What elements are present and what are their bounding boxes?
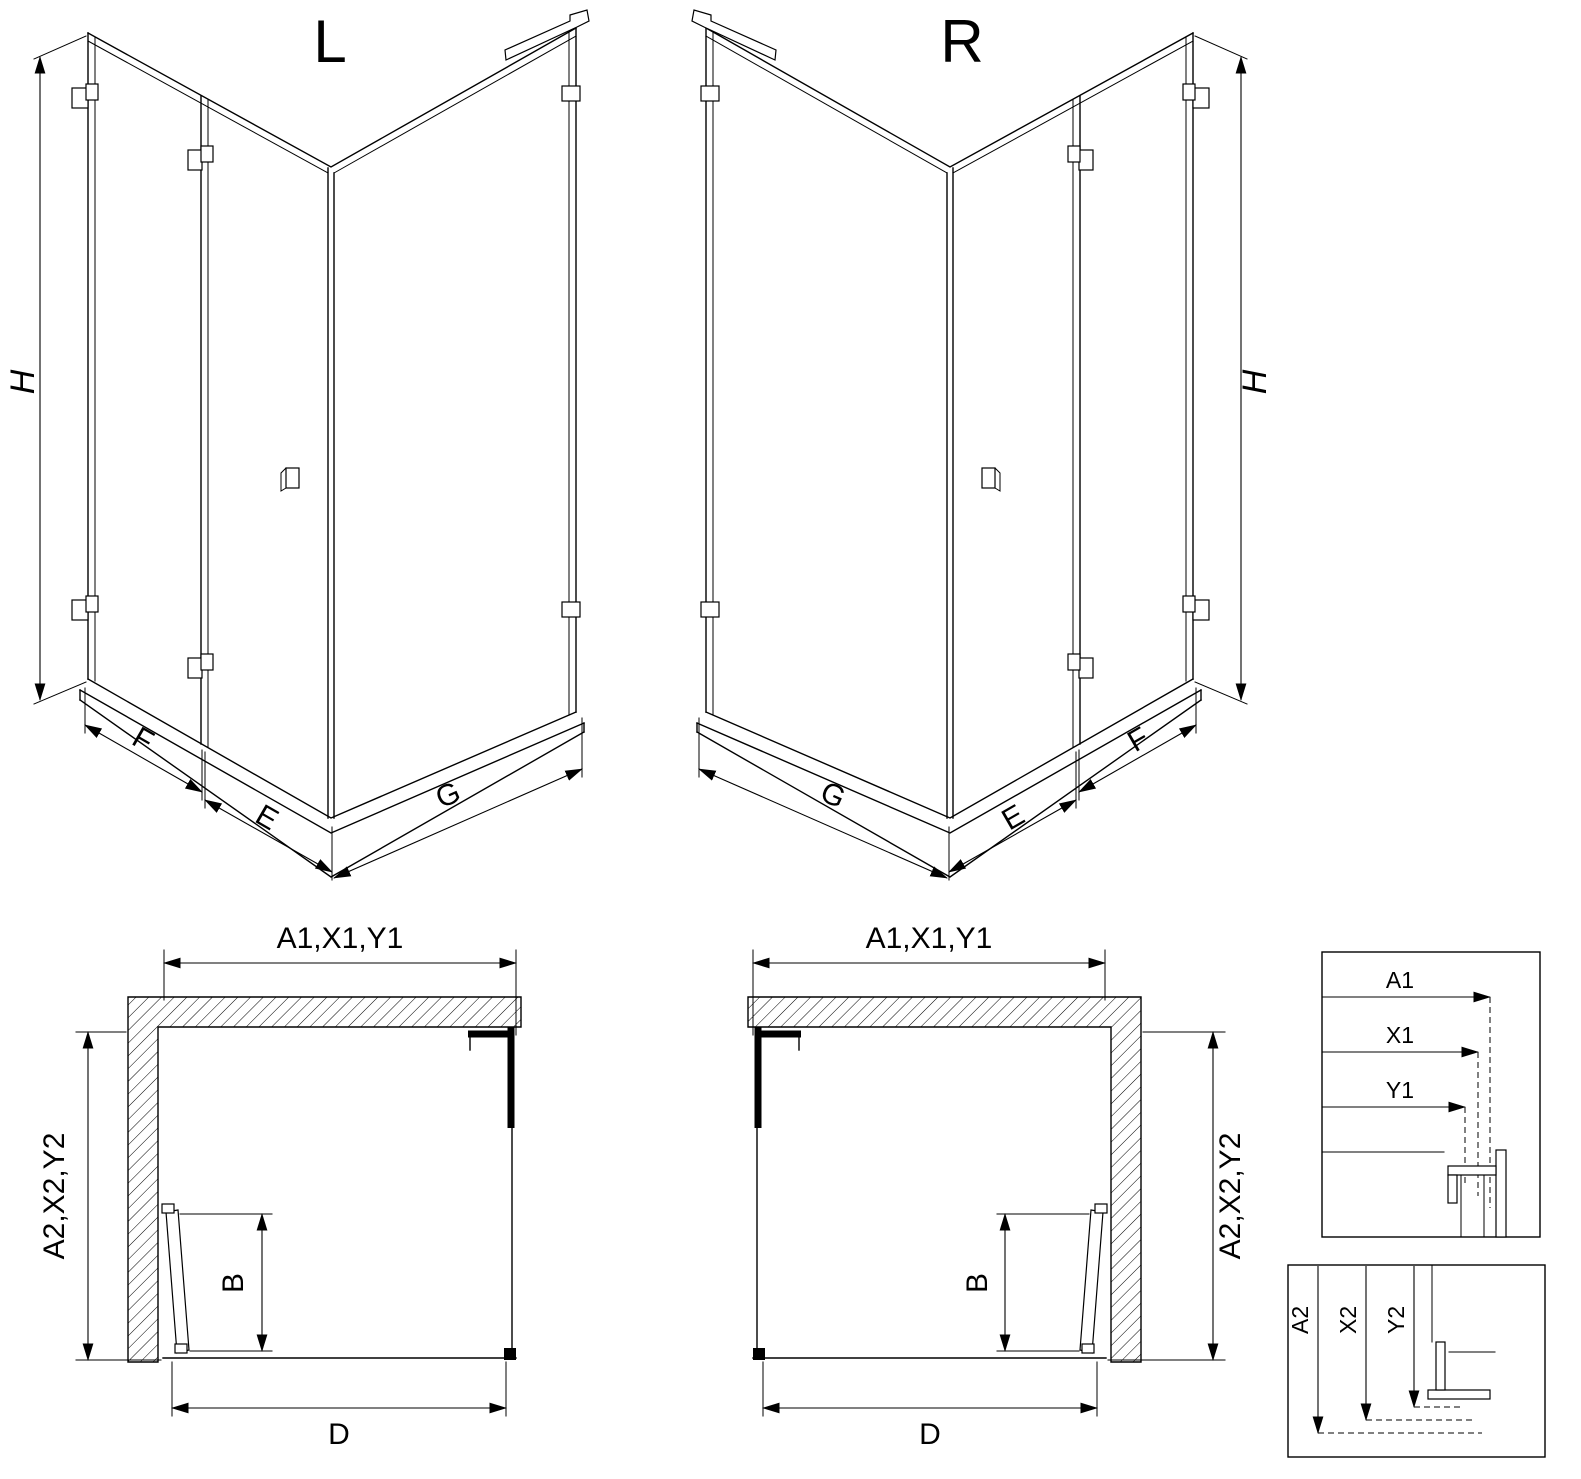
door-open-left bbox=[161, 1203, 190, 1354]
dim-label-height: H bbox=[4, 369, 42, 394]
legend-depth-offsets: A2 X2 Y2 bbox=[1287, 1264, 1546, 1458]
legend-label-a1: A1 bbox=[1386, 967, 1414, 993]
wall-brackets-left bbox=[561, 85, 581, 618]
legend-label-a2: A2 bbox=[1287, 1306, 1313, 1334]
door-hinges-right bbox=[1067, 83, 1210, 679]
variant-label-left: L bbox=[313, 8, 346, 75]
top-wall-profile-right bbox=[691, 9, 777, 61]
dim-label-entry: D bbox=[919, 1418, 941, 1451]
door-hinges-left bbox=[71, 83, 214, 679]
legend-label-y1: Y1 bbox=[1386, 1077, 1414, 1103]
dim-label-width: A1,X1,Y1 bbox=[277, 922, 404, 955]
iso-view-left: H F E G L bbox=[4, 8, 590, 881]
legend-label-y2: Y2 bbox=[1383, 1306, 1409, 1334]
door-handle-icon bbox=[280, 467, 300, 492]
profile-section-top bbox=[1447, 1149, 1507, 1238]
corner-post bbox=[504, 1348, 516, 1360]
dim-label-height: H bbox=[1236, 369, 1274, 394]
plan-view-left: A1,X1,Y1 A2,X2,Y2 B D bbox=[38, 922, 522, 1451]
dim-label-width: A1,X1,Y1 bbox=[866, 922, 993, 955]
wall-brackets-right bbox=[700, 85, 720, 618]
legend-width-offsets: A1 X1 Y1 bbox=[1321, 951, 1541, 1238]
dim-label-depth: A2,X2,Y2 bbox=[38, 1133, 71, 1260]
plan-left-dimensions: A1,X1,Y1 A2,X2,Y2 B D bbox=[38, 922, 518, 1451]
wall-hatched bbox=[747, 996, 1142, 1363]
dim-label-entry: D bbox=[328, 1418, 350, 1451]
dim-label-door: B bbox=[961, 1273, 994, 1293]
door-open-right bbox=[1079, 1203, 1108, 1354]
plan-view-right: A1,X1,Y1 A2,X2,Y2 B D bbox=[747, 922, 1247, 1451]
legend-label-x1: X1 bbox=[1386, 1022, 1414, 1048]
dim-label-door: B bbox=[217, 1273, 250, 1293]
variant-label-right: R bbox=[940, 8, 983, 75]
plan-right-dimensions: A1,X1,Y1 A2,X2,Y2 B D bbox=[751, 922, 1247, 1451]
wall-hatched bbox=[127, 996, 522, 1363]
corner-post bbox=[753, 1348, 765, 1360]
door-handle-icon bbox=[981, 467, 1001, 492]
dim-label-depth: A2,X2,Y2 bbox=[1214, 1133, 1247, 1260]
legend-label-x2: X2 bbox=[1335, 1306, 1361, 1334]
profile-section-side bbox=[1427, 1341, 1496, 1400]
top-wall-profile-left bbox=[504, 9, 590, 61]
